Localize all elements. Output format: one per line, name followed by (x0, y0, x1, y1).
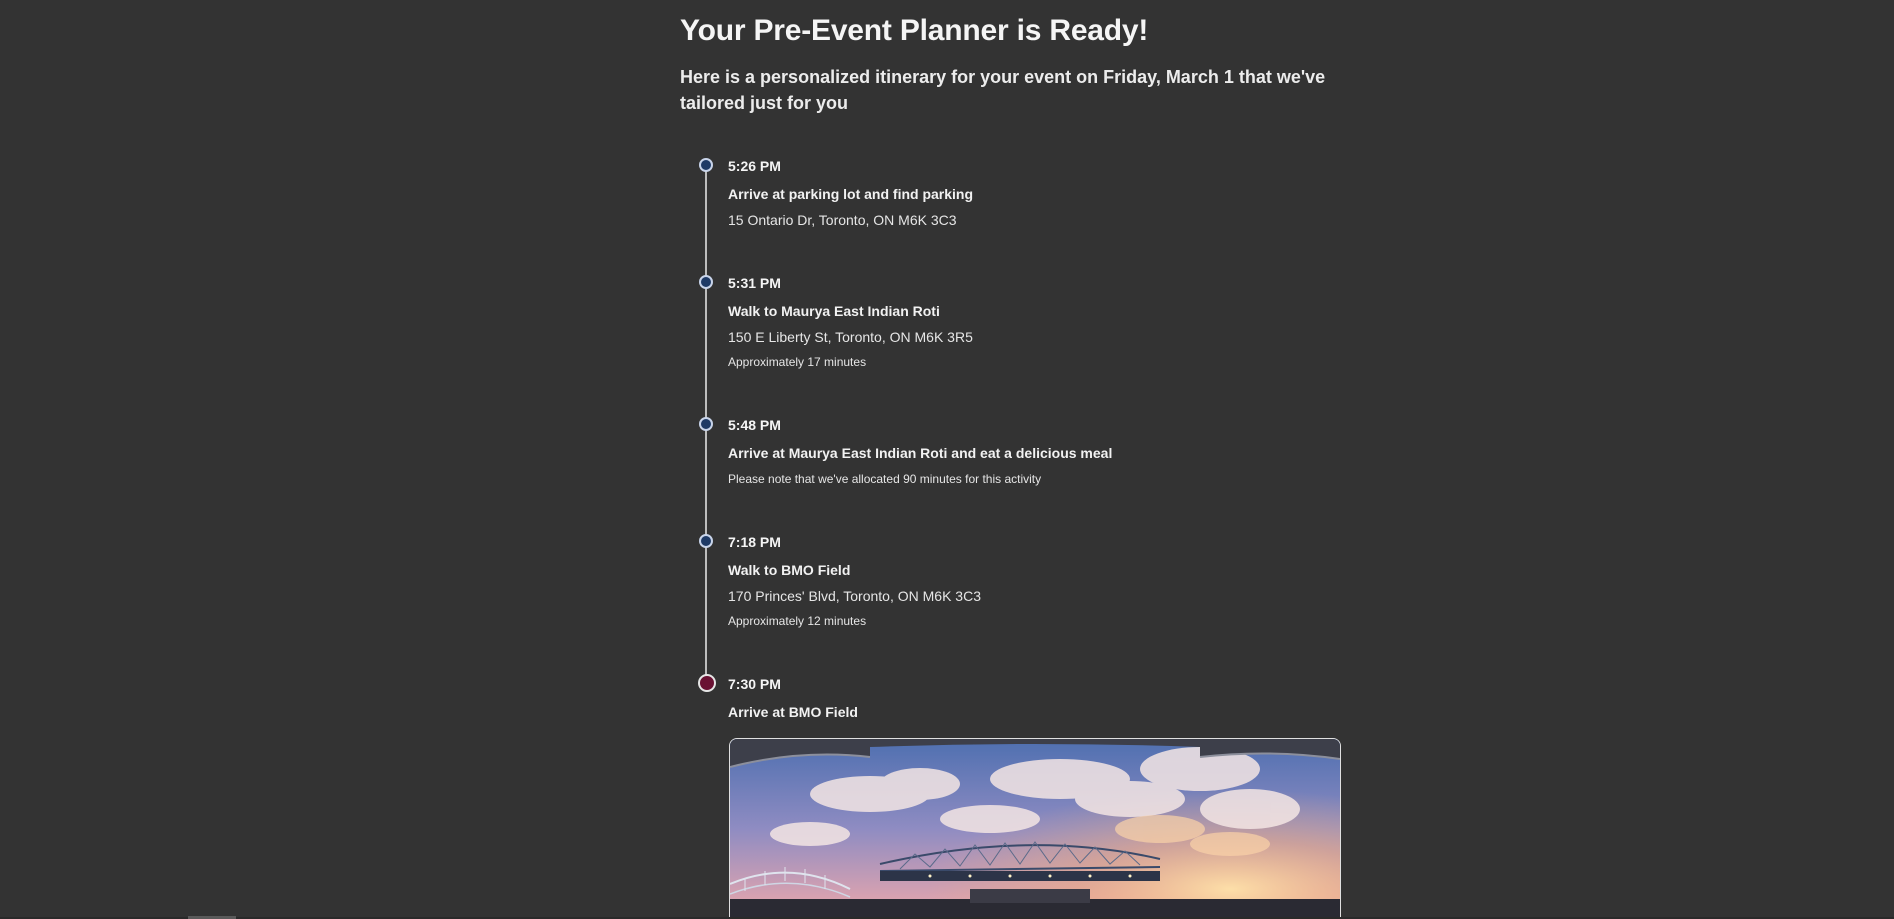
step-action: Arrive at Maurya East Indian Roti and ea… (728, 445, 1113, 461)
destination-dot-icon (698, 674, 716, 692)
step-duration-note: Approximately 17 minutes (728, 355, 867, 369)
step-time: 7:18 PM (728, 534, 781, 550)
step-action: Arrive at BMO Field (728, 704, 858, 720)
circle-dot-icon (699, 417, 713, 431)
circle-dot-icon (699, 534, 713, 548)
step-time: 5:31 PM (728, 275, 781, 291)
venue-photo (729, 738, 1341, 919)
step-time: 5:26 PM (728, 158, 781, 174)
step-address: 15 Ontario Dr, Toronto, ON M6K 3C3 (728, 212, 957, 228)
page-title: Your Pre-Event Planner is Ready! (680, 14, 1149, 47)
step-action: Walk to Maurya East Indian Roti (728, 303, 940, 319)
step-address: 170 Princes' Blvd, Toronto, ON M6K 3C3 (728, 588, 981, 604)
step-action: Walk to BMO Field (728, 562, 851, 578)
step-action: Arrive at parking lot and find parking (728, 186, 974, 202)
step-duration-note: Approximately 12 minutes (728, 614, 867, 628)
step-time: 7:30 PM (728, 676, 781, 692)
page-subtitle: Here is a personalized itinerary for you… (680, 67, 1326, 113)
circle-dot-icon (699, 275, 713, 289)
step-allocation-note: Please note that we've allocated 90 minu… (728, 472, 1042, 486)
horizontal-scrollbar-thumb[interactable] (188, 916, 236, 919)
bottom-bar (0, 917, 1894, 919)
step-time: 5:48 PM (728, 417, 781, 433)
step-address: 150 E Liberty St, Toronto, ON M6K 3R5 (728, 329, 973, 345)
circle-dot-icon (699, 158, 713, 172)
itinerary-timeline: 5:26 PM Arrive at parking lot and find p… (680, 0, 1341, 919)
